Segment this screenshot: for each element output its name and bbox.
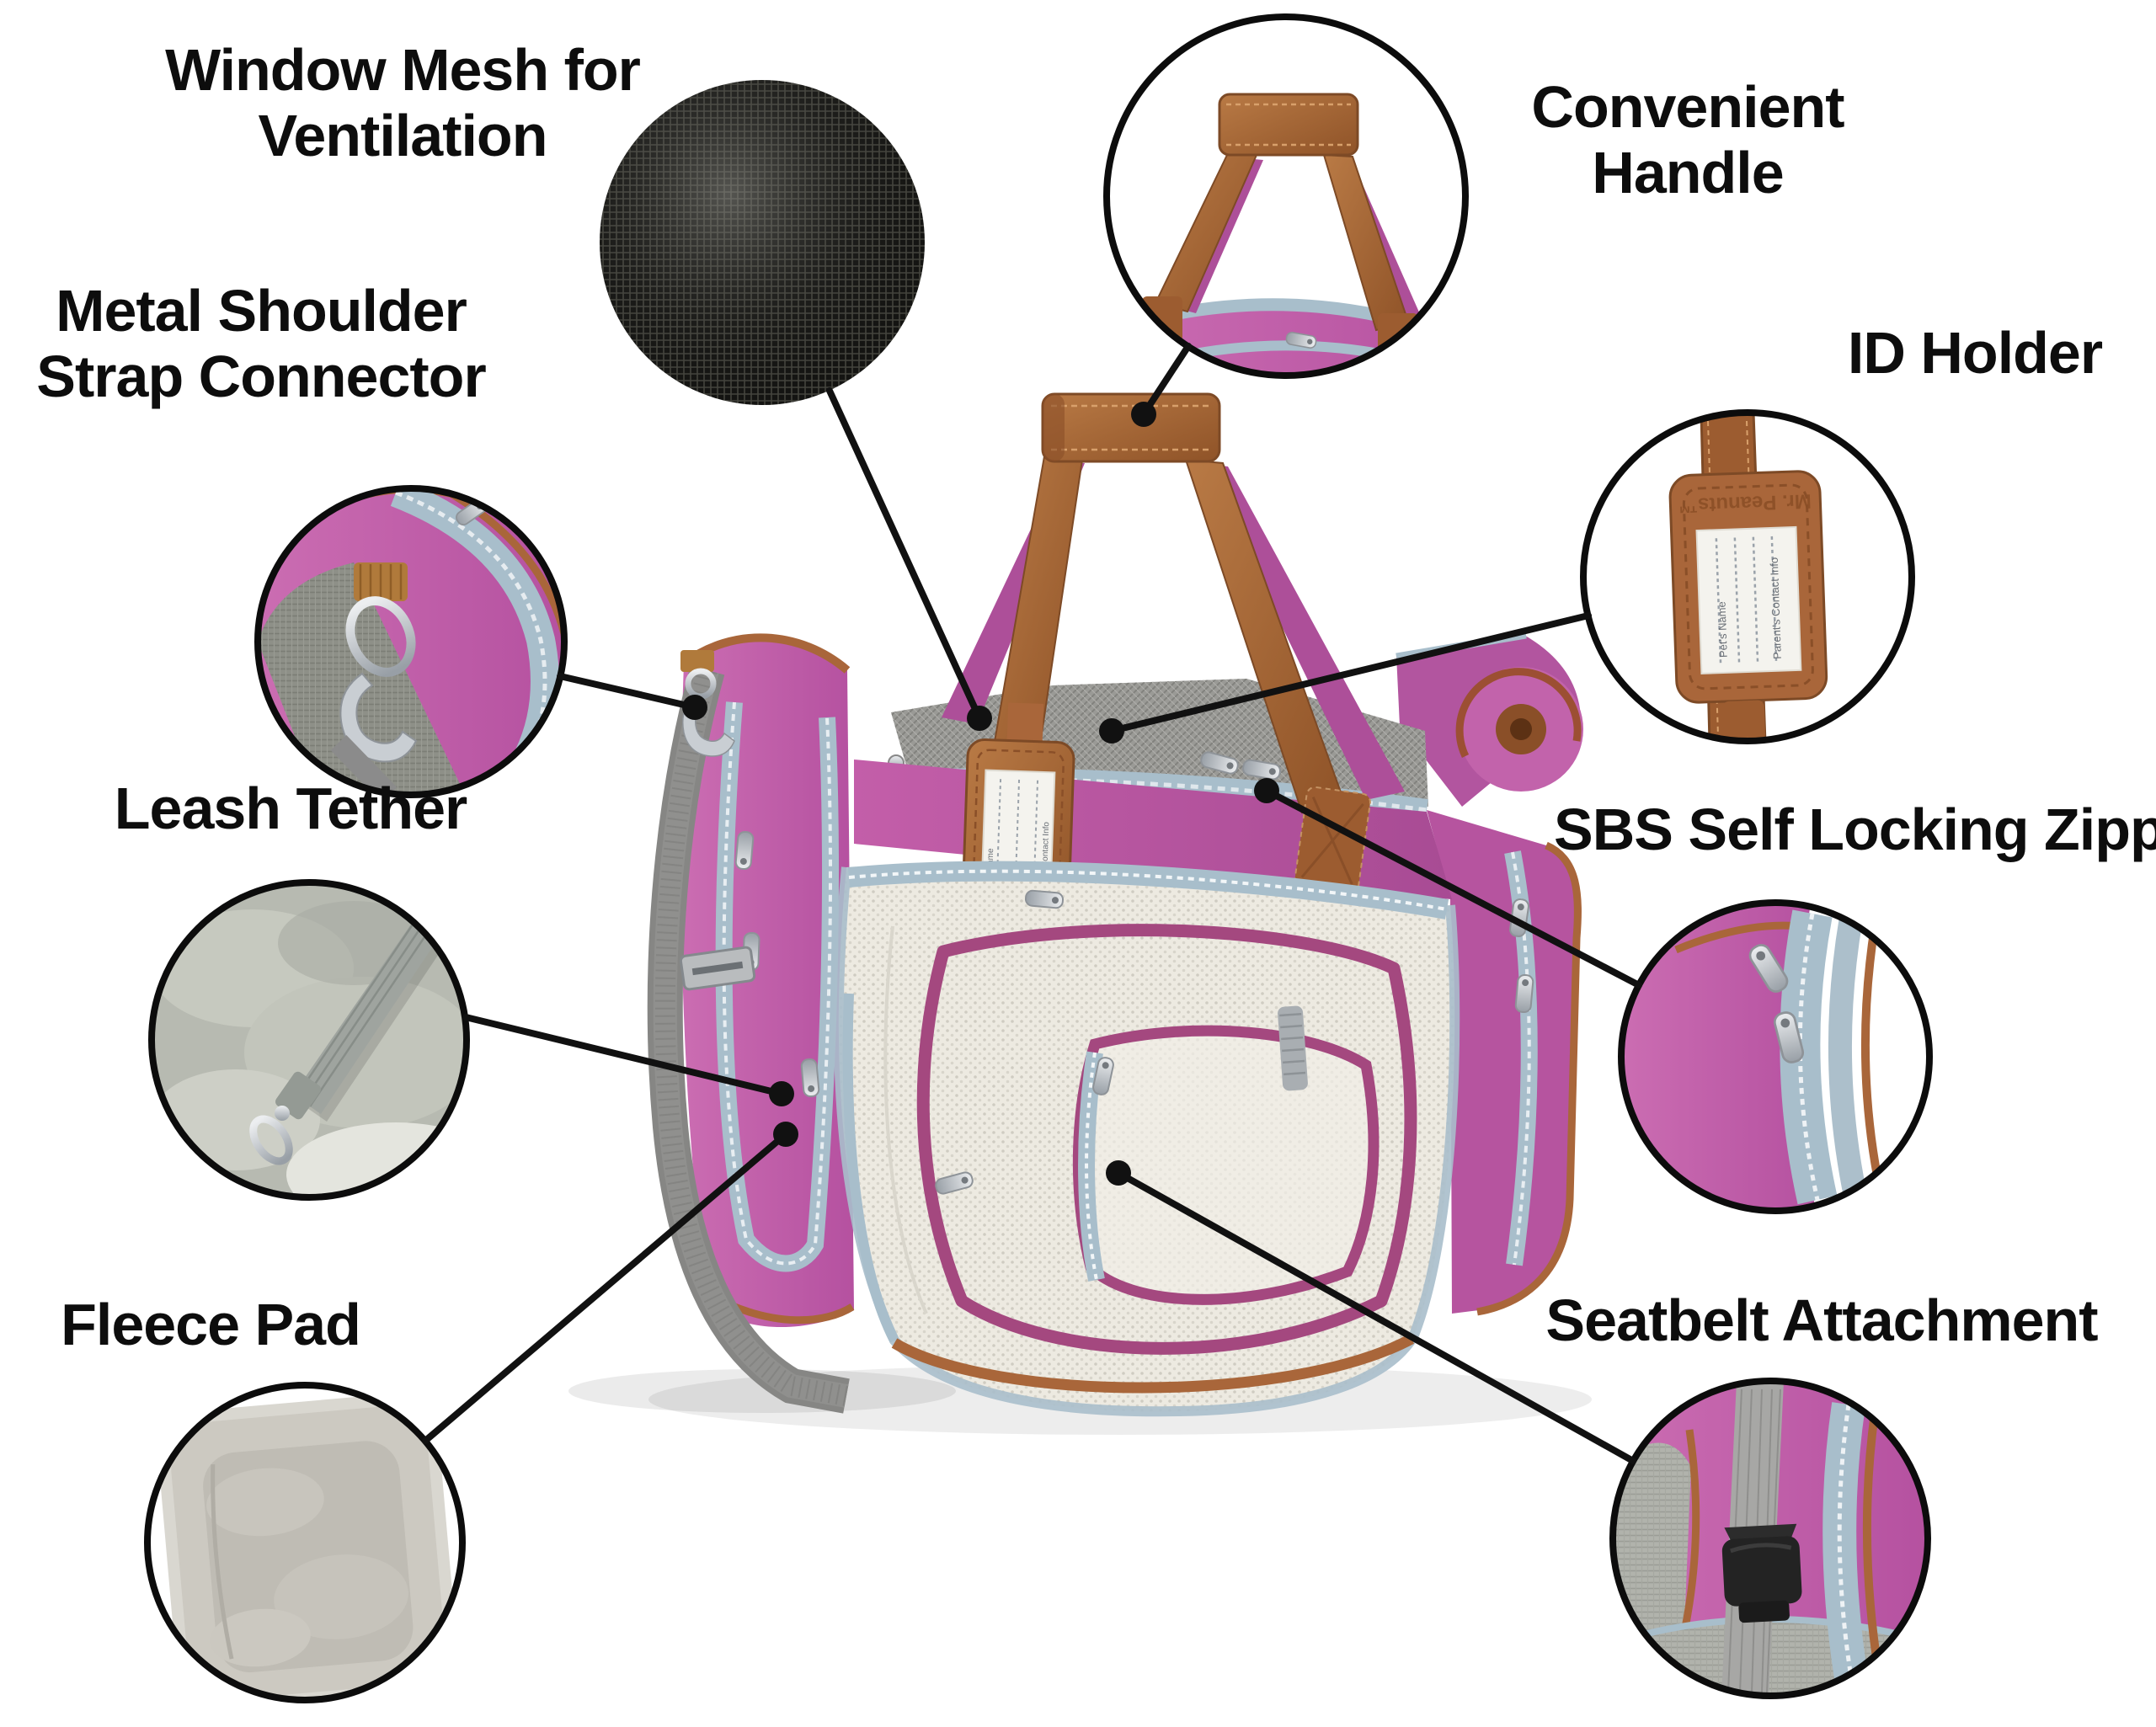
connector-dot-fleece-pad: [773, 1122, 798, 1147]
callout-label-seatbelt: Seatbelt Attachment: [1545, 1287, 2098, 1353]
connector-dot-leash-tether: [769, 1081, 794, 1106]
callout-label-strap-connector: Metal Shoulder Strap Connector: [36, 278, 486, 409]
magenta-trim-seam: [916, 924, 1417, 1355]
callout-line: Leash Tether: [114, 776, 467, 841]
callout-line: Strap Connector: [36, 344, 486, 409]
callout-line: Handle: [1592, 140, 1784, 205]
zipper-pull-icon: [1024, 889, 1065, 909]
connector-dot-window-mesh: [967, 706, 992, 731]
connector-dot-strap-connector: [682, 695, 707, 720]
strap-shadow: [568, 1369, 956, 1413]
callout-line: Ventilation: [258, 103, 548, 168]
connector-line-id-holder: [1108, 612, 1592, 734]
zipper-pull-icon: [734, 830, 755, 871]
id-holder-detail-circle: Mr. Peanuts™ Pet's Name Parent's Contact…: [1580, 409, 1915, 744]
callout-label-id-holder: ID Holder: [1847, 320, 2103, 386]
detail-ring: [1609, 1378, 1931, 1699]
handle-detail-circle: [1103, 13, 1469, 379]
detail-ring: [254, 485, 568, 798]
callout-line: Window Mesh for: [165, 37, 641, 103]
connector-dot-seatbelt: [1106, 1160, 1131, 1186]
webbing-loop-tab: [1278, 1005, 1308, 1091]
sbs-zipper-detail-circle: [1618, 899, 1933, 1214]
connector-line-leash-tether: [462, 1014, 785, 1097]
callout-line: ID Holder: [1847, 320, 2103, 386]
zipper-pull-icon: [800, 1058, 820, 1098]
connector-dot-sbs-zipper: [1254, 778, 1279, 803]
detail-ring: [1103, 13, 1469, 379]
bottom-piping: [891, 1334, 1415, 1394]
front-mesh-expansion: [833, 861, 1460, 1417]
carrier-bag-photo: Pet's Name Parent's Contact Info: [568, 392, 1592, 1435]
window-mesh-detail-circle: [600, 80, 925, 405]
connector-dot-handle: [1131, 402, 1156, 427]
connector-line-strap-connector: [557, 673, 698, 711]
callout-label-window-mesh: Window Mesh for Ventilation: [165, 37, 641, 168]
callout-line: Seatbelt Attachment: [1545, 1287, 2098, 1353]
connector-line-fleece-pad: [422, 1131, 789, 1444]
callout-dots: [682, 402, 1279, 1186]
handle-wrap: [1041, 392, 1221, 463]
callout-label-handle: Convenient Handle: [1531, 74, 1844, 205]
zipper-pull-icon: [1514, 973, 1534, 1014]
strap-connector-detail-circle: [254, 485, 568, 798]
connector-line-seatbelt: [1115, 1170, 1636, 1464]
connector-line-sbs-zipper: [1263, 787, 1642, 989]
id-tag-embossed-brand: Mr. Peanuts™: [1678, 489, 1812, 517]
callout-line: Metal Shoulder: [56, 278, 467, 344]
id-card-field-2: Parent's Contact Info: [1768, 557, 1784, 659]
detail-ring: [1580, 409, 1915, 744]
fleece-pad-detail-circle: [144, 1382, 466, 1703]
connector-line-handle: [1140, 343, 1192, 418]
callout-connectors: [422, 343, 1642, 1464]
callout-label-fleece-pad: Fleece Pad: [61, 1292, 361, 1357]
connector-dot-id-holder: [1099, 718, 1124, 744]
callout-label-sbs-zipper: SBS Self Locking Zipper: [1554, 800, 2156, 859]
callout-label-leash-tether: Leash Tether: [115, 779, 467, 838]
seatbelt-detail-circle: [1609, 1378, 1931, 1699]
callout-line: Convenient: [1531, 74, 1844, 140]
connector-line-window-mesh: [826, 387, 983, 722]
detail-ring: [1618, 899, 1933, 1214]
side-release-buckle: [1721, 1523, 1802, 1623]
callout-line: Fleece Pad: [61, 1292, 361, 1357]
leash-tether-detail-circle: [148, 879, 470, 1201]
id-card-field-1: Pet's Name: [1715, 601, 1729, 658]
strap-adjuster-buckle: [679, 946, 756, 991]
detail-ring: [144, 1382, 466, 1703]
callout-line: SBS Self Locking Zipper: [1554, 797, 2156, 862]
detail-ring: [148, 879, 470, 1201]
